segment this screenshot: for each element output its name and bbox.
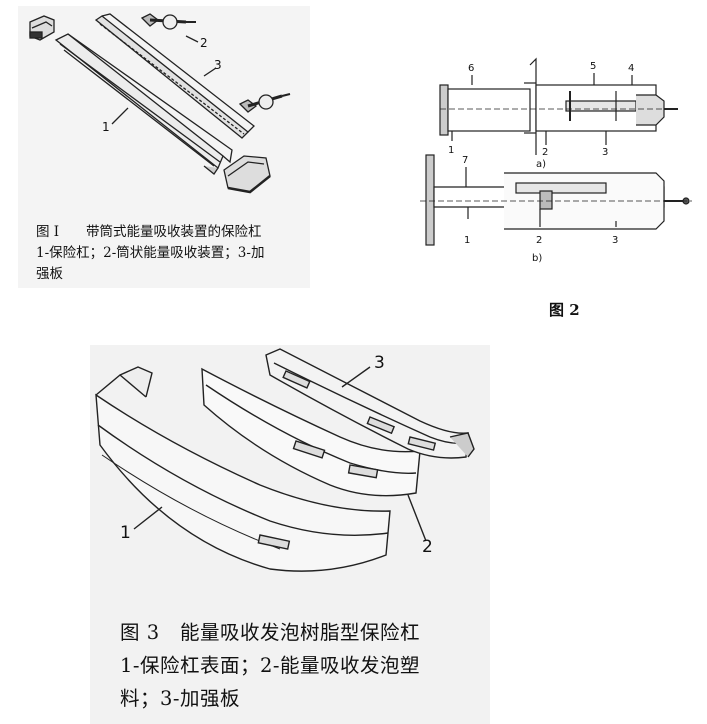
- figure-1-label-1: 1: [102, 120, 110, 134]
- figure-3-caption: 图 3 能量吸收发泡树脂型保险杠 1-保险杠表面；2-能量吸收发泡塑 料；3-加强…: [120, 616, 490, 715]
- figure-2a-sublabel: a): [536, 159, 547, 170]
- figure-1-label-3: 3: [214, 58, 222, 72]
- figure-3-caption-number: 图 3: [120, 621, 160, 644]
- figure-1-caption-title: 带筒式能量吸收装置的保险杠: [86, 224, 262, 240]
- figure-3-label-1: 1: [120, 523, 131, 543]
- figure-2a-label-5: 5: [590, 61, 597, 72]
- figure-3-label-2: 2: [422, 537, 433, 557]
- figure-2b-label-2: 2: [536, 235, 543, 246]
- figure-3-panel: 1 2 3: [90, 345, 490, 724]
- figure-2a-label-1: 1: [448, 145, 455, 156]
- figure-1-panel: 1 2 3 图 I 带筒式能量吸收装置的保险杠 1-保险杠；2-筒状能量吸收装置；…: [18, 6, 310, 288]
- figure-1-drawing: [29, 13, 291, 194]
- figure-2b-label-7: 7: [462, 155, 469, 166]
- figure-1-label-2: 2: [200, 36, 208, 50]
- figure-2b-sublabel: b): [532, 253, 543, 264]
- figure-3-caption-line-3: 料；3-加强板: [120, 687, 240, 710]
- figure-2a-label-3: 3: [602, 147, 609, 158]
- figure-3-caption-title: 能量吸收发泡树脂型保险杠: [180, 621, 421, 644]
- figure-1-caption-number: 图 I: [36, 224, 60, 240]
- figure-1-caption: 图 I 带筒式能量吸收装置的保险杠 1-保险杠；2-筒状能量吸收装置；3-加 强板: [36, 222, 306, 285]
- figure-2-panel: 6 5 4 1 2 3 a) 7 1 2 3 b): [420, 55, 702, 280]
- figure-3-drawing: [95, 348, 475, 572]
- figure-3-caption-line-2: 1-保险杠表面；2-能量吸收发泡塑: [120, 654, 420, 677]
- figure-2-caption: 图 2: [549, 301, 580, 319]
- figure-2-drawing: [420, 57, 692, 246]
- figure-2b-label-3: 3: [612, 235, 619, 246]
- figure-2a-label-4: 4: [628, 63, 635, 74]
- figure-3-label-3: 3: [374, 353, 385, 373]
- figure-2a-label-2: 2: [542, 147, 549, 158]
- figure-2b-label-1: 1: [464, 235, 471, 246]
- figure-1-caption-line-3: 强板: [36, 266, 63, 282]
- figure-1-caption-line-2: 1-保险杠；2-筒状能量吸收装置；3-加: [36, 245, 265, 261]
- figure-2a-label-6: 6: [468, 63, 475, 74]
